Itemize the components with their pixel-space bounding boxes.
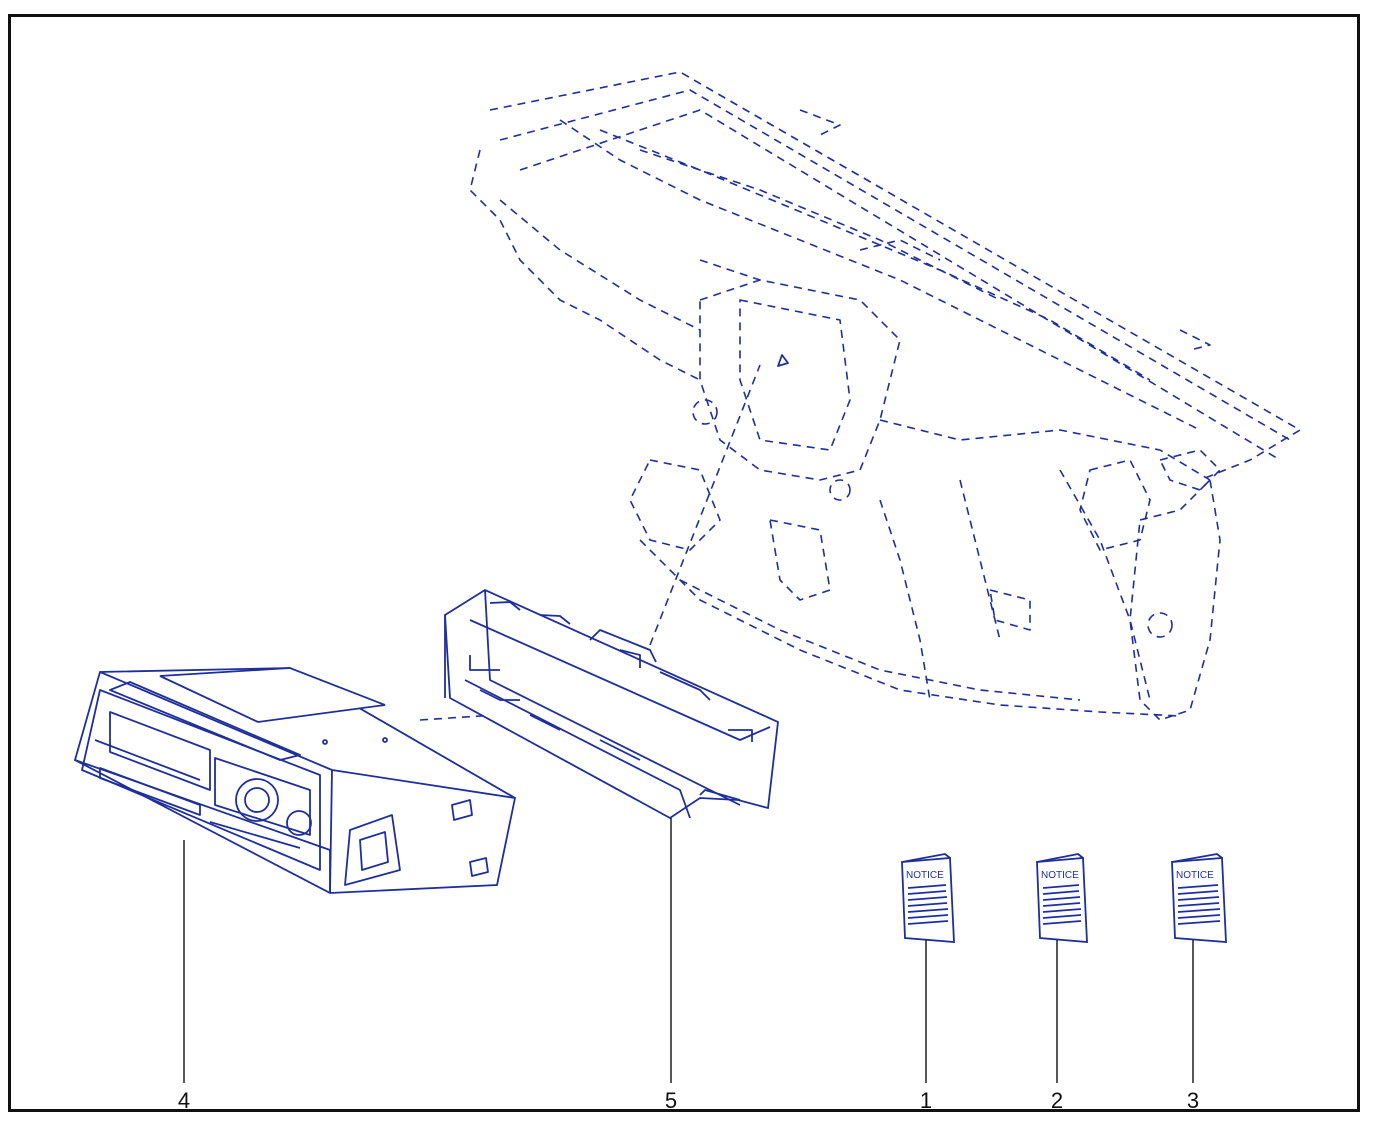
booklet-2: NOTICE <box>1036 853 1088 943</box>
tachograph-unit <box>73 667 517 894</box>
booklet-2-label: NOTICE <box>1041 870 1079 881</box>
booklet-3-label: NOTICE <box>1176 870 1214 881</box>
callout-2: 2 <box>1050 1088 1064 1113</box>
callout-5: 5 <box>664 1088 678 1113</box>
callout-3: 3 <box>1186 1088 1200 1113</box>
diagram-frame <box>8 14 1360 1112</box>
mounting-cage <box>444 588 779 820</box>
leader-lines <box>183 818 1194 1083</box>
callout-4: 4 <box>177 1088 191 1113</box>
booklet-1-label: NOTICE <box>906 870 944 881</box>
booklet-1: NOTICE <box>901 853 955 943</box>
dashboard-phantom <box>469 71 1301 721</box>
booklet-3: NOTICE <box>1171 853 1227 943</box>
callout-1: 1 <box>919 1088 933 1113</box>
